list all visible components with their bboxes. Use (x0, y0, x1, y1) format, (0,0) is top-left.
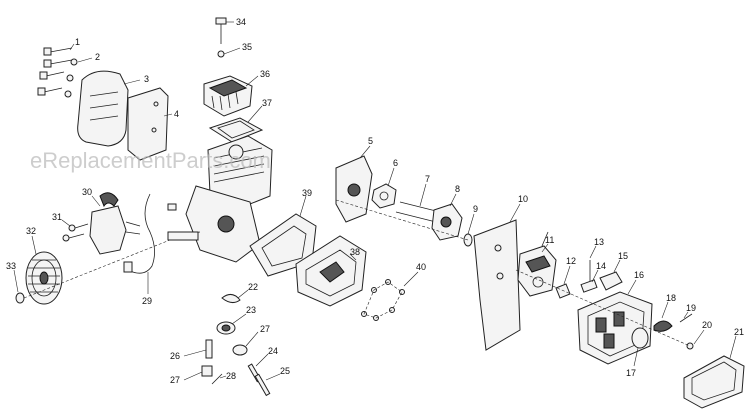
callout-30: 30 (82, 187, 92, 197)
callout-9: 9 (473, 204, 478, 214)
callout-8: 8 (455, 184, 460, 194)
callout-23: 23 (246, 305, 256, 315)
callout-16: 16 (634, 270, 644, 280)
part-housing-screw-a (679, 313, 693, 323)
callout-15: 15 (618, 251, 628, 261)
callout-36: 36 (260, 69, 270, 79)
part-muffler-gasket (208, 117, 264, 143)
part-pin (205, 339, 213, 359)
callout-12: 12 (566, 256, 576, 266)
callout-39: 39 (302, 188, 312, 198)
part-filter-backplate (127, 87, 169, 161)
callout-28: 28 (226, 371, 236, 381)
callout-22: 22 (248, 282, 258, 292)
part-air-filter-cover (77, 70, 129, 147)
callout-24: 24 (268, 346, 278, 356)
callout-27b: 27 (170, 375, 180, 385)
callout-18: 18 (666, 293, 676, 303)
part-muffler (203, 75, 253, 117)
callout-3: 3 (144, 74, 149, 84)
part-flywheel-washer (15, 292, 25, 304)
part-screw-small (211, 373, 223, 385)
callout-10: 10 (518, 194, 528, 204)
part-spark-wire (127, 193, 155, 274)
part-engine-block (167, 135, 273, 263)
part-pin-mount (201, 365, 213, 377)
part-carb-bolts (395, 201, 441, 223)
callout-40: 40 (416, 262, 426, 272)
part-housing-screw-b (686, 342, 694, 350)
callout-5: 5 (368, 136, 373, 146)
part-housing-gasket (683, 355, 745, 409)
callout-26: 26 (170, 351, 180, 361)
callout-2: 2 (95, 52, 100, 62)
callout-31: 31 (52, 212, 62, 222)
callout-32: 32 (26, 226, 36, 236)
part-spring-washer (217, 50, 225, 58)
callout-6: 6 (393, 158, 398, 168)
watermark-text: eReplacementParts.com (30, 148, 271, 173)
callout-20: 20 (702, 320, 712, 330)
callout-35: 35 (242, 42, 252, 52)
part-cover-screws (361, 279, 405, 321)
callout-13: 13 (594, 237, 604, 247)
part-clip-small (580, 279, 598, 293)
callout-37: 37 (262, 98, 272, 108)
part-clip (221, 294, 241, 304)
part-choke-lever (599, 271, 623, 291)
callout-4: 4 (174, 109, 179, 119)
callout-7: 7 (425, 174, 430, 184)
part-carburetor (517, 231, 557, 297)
part-flywheel (25, 251, 63, 305)
part-spacer (431, 203, 463, 241)
part-coil-screws (62, 223, 89, 242)
callout-29: 29 (142, 296, 152, 306)
part-hose (653, 320, 673, 332)
callout-25: 25 (280, 366, 290, 376)
callout-layer: 1 2 3 4 5 6 7 8 9 10 11 12 13 14 15 16 1… (6, 17, 744, 385)
callout-14: 14 (596, 261, 606, 271)
part-heat-shield (473, 219, 521, 351)
part-ignition-coil (89, 192, 141, 255)
callout-34: 34 (236, 17, 246, 27)
part-intake-gasket (371, 183, 397, 209)
part-crankcase-cover (295, 235, 367, 307)
part-air-filter-housing (577, 291, 653, 365)
part-fitting (555, 283, 571, 299)
callout-27: 27 (260, 324, 270, 334)
part-bushing-b (232, 344, 248, 356)
part-seal (631, 327, 649, 349)
part-bolts (37, 47, 73, 96)
part-washers (64, 58, 78, 98)
part-top-bolt (215, 17, 227, 44)
callout-33: 33 (6, 261, 16, 271)
callout-1: 1 (75, 37, 80, 47)
callout-11: 11 (545, 235, 554, 245)
callout-21: 21 (734, 327, 744, 337)
callout-19: 19 (686, 303, 696, 313)
part-rod-b (254, 373, 271, 397)
callout-17: 17 (626, 368, 636, 378)
callout-38: 38 (350, 247, 360, 257)
